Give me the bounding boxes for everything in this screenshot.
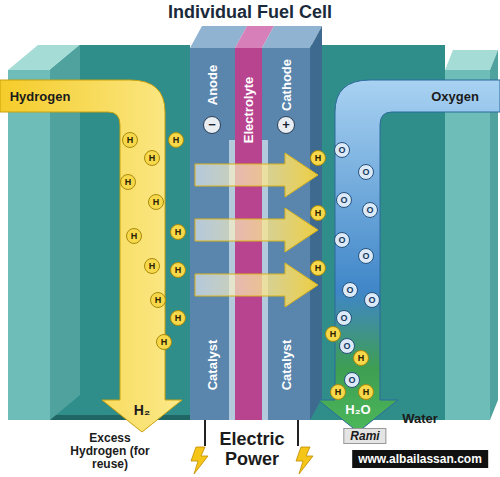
oxygen-atom: O (344, 372, 360, 388)
hydrogen-atom: H (310, 150, 326, 166)
layer-name: Anode (205, 65, 220, 105)
hydrogen-atom: H (310, 205, 326, 221)
lightning-bolt (296, 447, 313, 474)
hydrogen-atom: H (144, 150, 160, 166)
anode-band: AnodeCatalyst (190, 48, 235, 420)
power-label: Electric Power (207, 430, 297, 470)
hydrogen-atom: H (168, 132, 184, 148)
catalyst-label: Catalyst (205, 340, 220, 391)
catalyst-label: Catalyst (279, 340, 294, 391)
hydrogen-atom: H (353, 350, 369, 366)
flow-label: Oxygen (431, 89, 479, 104)
flow-label: Water (402, 411, 438, 426)
oxygen-arrow (318, 80, 500, 432)
layer-name: Electrolyte (241, 77, 256, 143)
proton-arrow (195, 263, 318, 307)
note-label: Excess Hydrogen (for reuse) (62, 432, 158, 472)
hydrogen-atom: H (148, 194, 164, 210)
hydrogen-atom: H (170, 310, 186, 326)
layer-name: Cathode (279, 59, 294, 111)
housing-wall (445, 70, 490, 420)
hydrogen-atom: H (170, 262, 186, 278)
oxygen-atom: O (342, 282, 358, 298)
oxygen-atom: O (334, 142, 350, 158)
proton-arrow (195, 208, 318, 252)
watermark: www.albailassan.com (352, 450, 488, 468)
hydrogen-atom: H (150, 292, 166, 308)
plate-side (310, 26, 322, 420)
signature: Rami (343, 428, 386, 444)
oxygen-atom: O (339, 338, 355, 354)
hydrogen-atom: H (144, 258, 160, 274)
diagram-title: Individual Fuel Cell (0, 2, 500, 23)
formula-label: H₂O (345, 402, 370, 417)
oxygen-atom: O (336, 192, 352, 208)
electrolyte-band: Electrolyte (235, 48, 262, 420)
oxygen-atom: O (334, 232, 350, 248)
oxygen-atom: O (358, 248, 374, 264)
polarity-sign: − (203, 116, 221, 134)
channel-floor (50, 415, 190, 420)
proton-arrow (195, 153, 318, 197)
hydrogen-atom: H (310, 260, 326, 276)
hydrogen-atom: H (126, 228, 142, 244)
lightning-bolt (191, 447, 208, 474)
cathode-band: CathodeCatalyst (262, 48, 310, 420)
oxygen-atom: O (358, 164, 374, 180)
hydrogen-arrow (0, 80, 182, 432)
hydrogen-atom: H (156, 334, 172, 350)
oxygen-atom: O (336, 310, 352, 326)
housing-wall (8, 70, 50, 420)
polarity-sign: + (277, 116, 295, 134)
wire (204, 420, 206, 446)
housing-top (445, 50, 498, 70)
hydrogen-atom: H (120, 174, 136, 190)
formula-label: H₂ (134, 402, 150, 418)
hydrogen-atom: H (358, 384, 374, 400)
hydrogen-atom: H (122, 132, 138, 148)
oxygen-atom: O (364, 292, 380, 308)
hydrogen-atom: H (325, 326, 341, 342)
oxygen-atom: O (362, 202, 378, 218)
flow-label: Hydrogen (10, 89, 71, 104)
hydrogen-atom: H (330, 384, 346, 400)
wire (297, 420, 299, 446)
hydrogen-atom: H (170, 224, 186, 240)
